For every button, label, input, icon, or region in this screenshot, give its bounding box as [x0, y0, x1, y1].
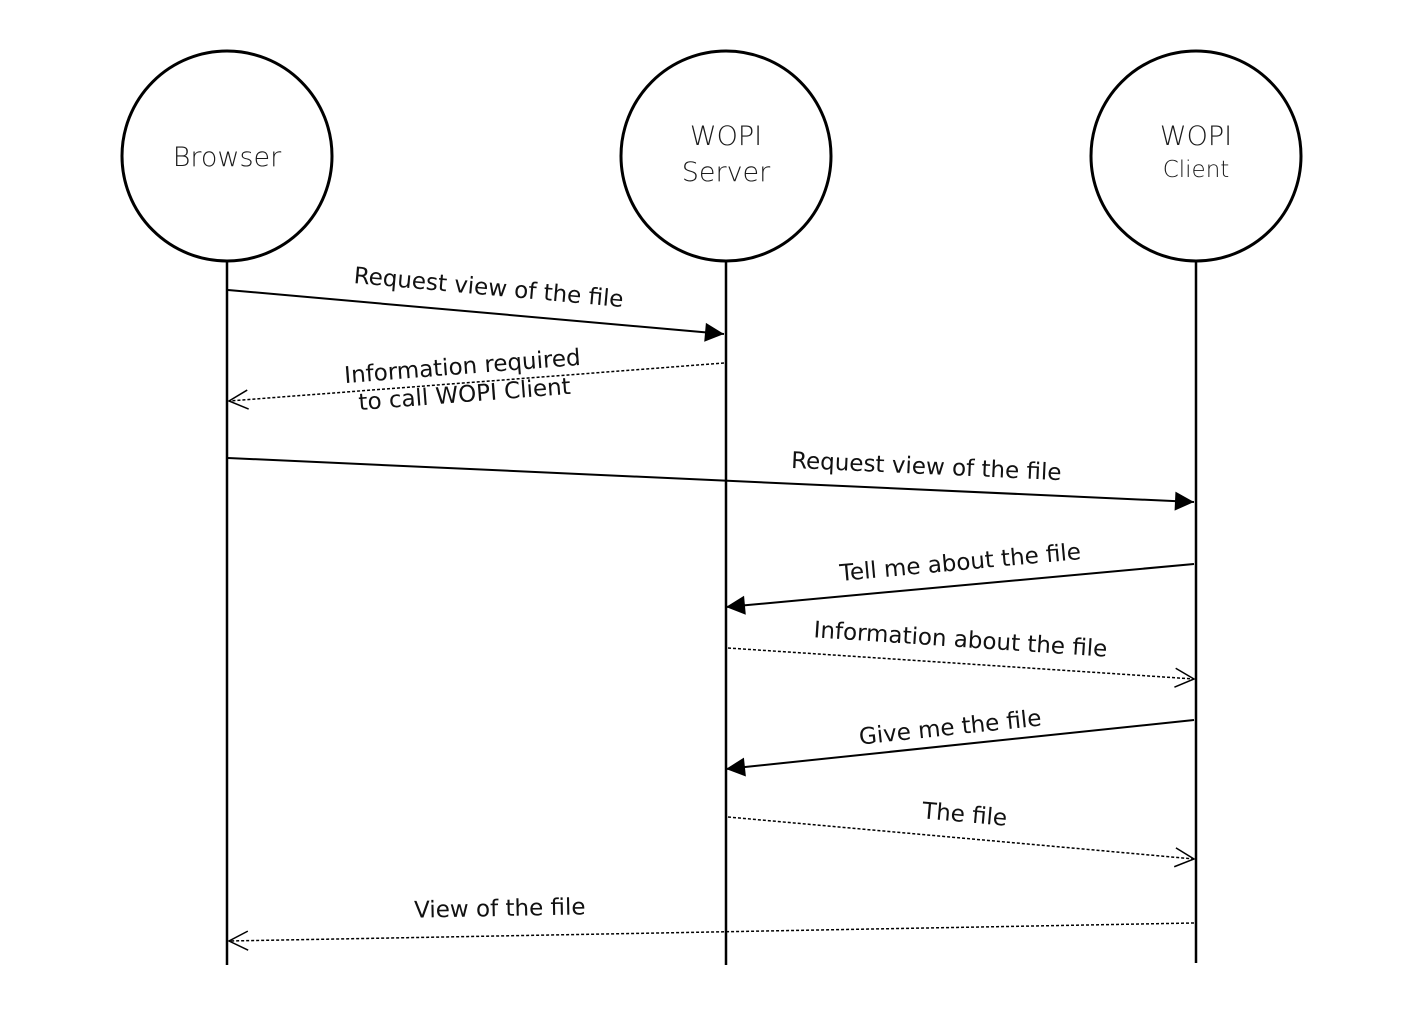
message-5: Information about the file [727, 617, 1196, 688]
message-6: Give me the file [725, 706, 1195, 777]
wopi-client-circle [1089, 49, 1303, 263]
message-2: Information requiredto call WOPI Client [227, 345, 725, 417]
message-1-line [227, 289, 725, 335]
message-label-line: Give me the file [858, 706, 1043, 751]
message-7-line [727, 816, 1195, 860]
message-label-line: Tell me about the file [838, 539, 1082, 587]
wopi-server-actor: WOPI Server [619, 49, 833, 263]
message-6-line [725, 719, 1195, 770]
message-6-label: Give me the file [858, 706, 1043, 751]
open-arrowhead-icon [227, 930, 249, 951]
wopi-server-circle [619, 49, 833, 263]
wopi-client-label: WOPI [1160, 121, 1232, 152]
message-5-line [727, 647, 1195, 680]
open-arrowhead-icon [1173, 847, 1196, 868]
wopi-server-label: WOPI [690, 121, 762, 152]
message-8-label: View of the file [414, 894, 586, 923]
message-7: The file [727, 798, 1196, 868]
message-2-label: Information requiredto call WOPI Client [343, 345, 583, 417]
wopi-server-label: Server [682, 157, 771, 188]
filled-arrowhead-icon [726, 595, 746, 615]
message-3-line [227, 457, 1195, 503]
browser-actor: Browser [120, 49, 334, 263]
message-label-line: View of the file [414, 894, 586, 923]
message-5-label: Information about the file [813, 617, 1108, 662]
message-label-line: Information about the file [813, 617, 1108, 662]
message-8: View of the file [227, 894, 1195, 951]
message-3: Request view of the file [227, 448, 1195, 511]
message-1: Request view of the file [227, 263, 725, 342]
message-label-line: Request view of the file [791, 448, 1062, 486]
filled-arrowhead-icon [704, 322, 724, 342]
browser-circle [120, 49, 334, 263]
message-4-line [725, 563, 1195, 608]
message-4-label: Tell me about the file [838, 539, 1082, 587]
filled-arrowhead-icon [1174, 491, 1194, 511]
open-arrowhead-icon [1174, 667, 1196, 688]
message-3-label: Request view of the file [791, 448, 1062, 486]
browser-label: Browser [173, 142, 282, 173]
message-7-label: The file [920, 798, 1008, 832]
wopi-client-actor: WOPI Client [1089, 49, 1303, 263]
message-2-line [228, 362, 725, 402]
message-8-line [228, 922, 1195, 942]
message-4: Tell me about the file [725, 539, 1195, 615]
wopi-client-label: Client [1163, 157, 1230, 183]
message-label-line: The file [920, 798, 1008, 832]
filled-arrowhead-icon [726, 757, 746, 777]
open-arrowhead-icon [227, 389, 249, 410]
